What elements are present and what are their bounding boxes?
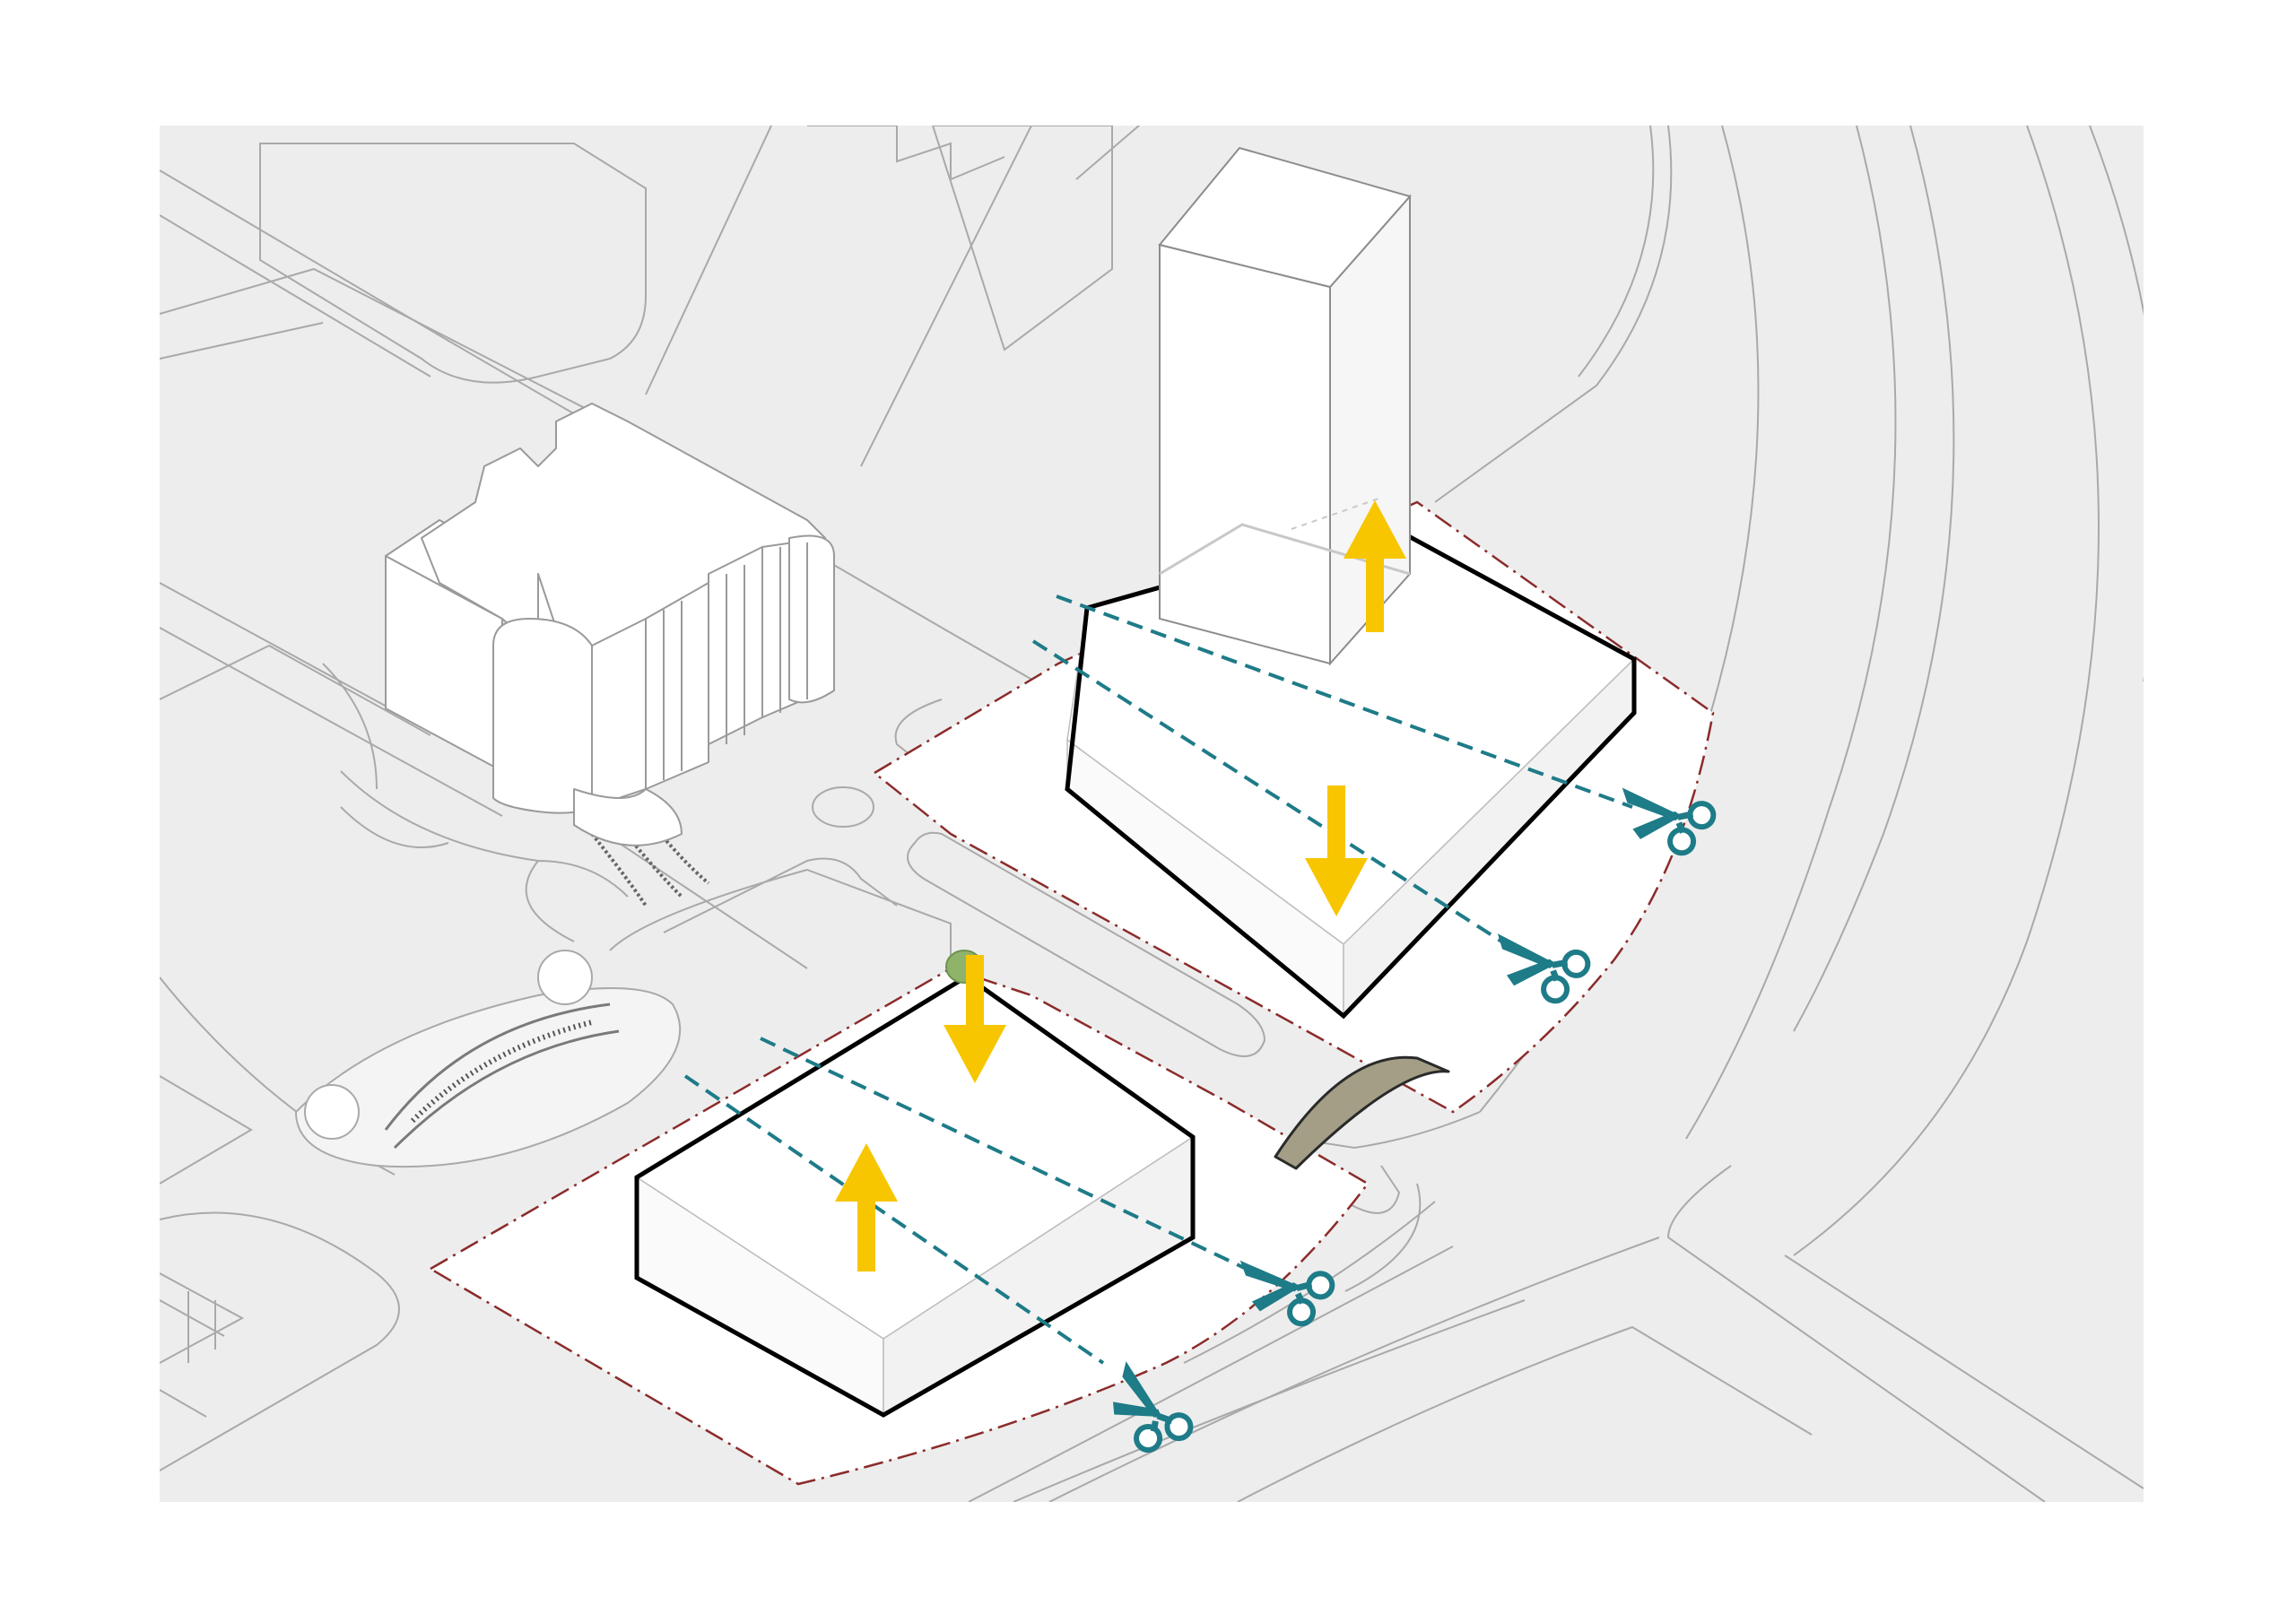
road-edge: [160, 644, 431, 736]
building-facade: [645, 582, 709, 790]
tower-front: [1159, 243, 1331, 665]
cut-line-north-lower: [1031, 639, 1518, 952]
tower-massing: [1158, 146, 1412, 666]
road-edge: [160, 1211, 400, 1471]
road-edge: [1784, 1254, 2144, 1489]
road-edge: [663, 857, 898, 933]
road-curve: [1793, 126, 2100, 1256]
road-curve: [1434, 126, 1673, 503]
arrows-group: [835, 500, 1406, 1271]
block-outline: [259, 143, 647, 384]
context-roads: [160, 126, 2144, 1502]
road-edge: [860, 126, 1032, 467]
cut-line-north-upper: [1056, 595, 1633, 809]
roundabout: [537, 950, 593, 1005]
road-curve: [1793, 126, 1955, 1032]
road-edge: [1237, 1111, 1481, 1150]
tower-top: [1158, 146, 1412, 289]
arrow-up-icon: [1344, 500, 1406, 632]
road-edge: [340, 770, 629, 942]
road-curve: [1685, 126, 1897, 1140]
road-curve: [1578, 126, 1655, 378]
pedestrian-bridge: [1274, 1055, 1450, 1170]
road-edge: [1666, 1165, 2046, 1502]
building-canopy: [573, 788, 683, 846]
roundabout: [304, 1084, 360, 1140]
median-strip: [907, 831, 1266, 1057]
tower-top-ghost: [1291, 497, 1382, 530]
road-edge: [322, 663, 449, 848]
curved-walkway: [384, 1002, 620, 1150]
building-facade: [591, 618, 647, 808]
road-curve: [968, 1245, 1454, 1502]
building-fin: [663, 542, 808, 780]
arrow-down-icon: [944, 955, 1006, 1083]
parking-grid: [160, 1272, 245, 1418]
road-edge: [160, 267, 647, 440]
block-outline: [931, 126, 1113, 352]
building-facade: [708, 546, 763, 745]
road-curve: [1048, 1237, 1660, 1502]
road-edge: [160, 214, 431, 378]
building-cylinder: [788, 534, 835, 704]
road-edge: [160, 627, 503, 817]
arrow-down-icon: [1305, 785, 1368, 916]
road-edge: [160, 1075, 253, 1185]
cut-line-south-lower: [683, 1074, 1105, 1365]
block-outline: [645, 126, 772, 395]
arrow-up-icon: [835, 1143, 898, 1271]
road-curve: [2089, 126, 2144, 681]
building-cylinder: [492, 618, 593, 814]
road-edge: [1075, 126, 1140, 180]
road-edge: [609, 868, 952, 977]
existing-building: [385, 403, 835, 846]
road-curve: [1344, 1183, 1422, 1292]
block-outline: [807, 126, 1005, 181]
plaza-circle: [812, 786, 874, 828]
cut-lines: [683, 595, 1633, 1365]
road-curve: [1237, 1325, 1813, 1502]
road-edge: [160, 322, 324, 360]
cut-line-south-upper: [760, 1037, 1257, 1275]
